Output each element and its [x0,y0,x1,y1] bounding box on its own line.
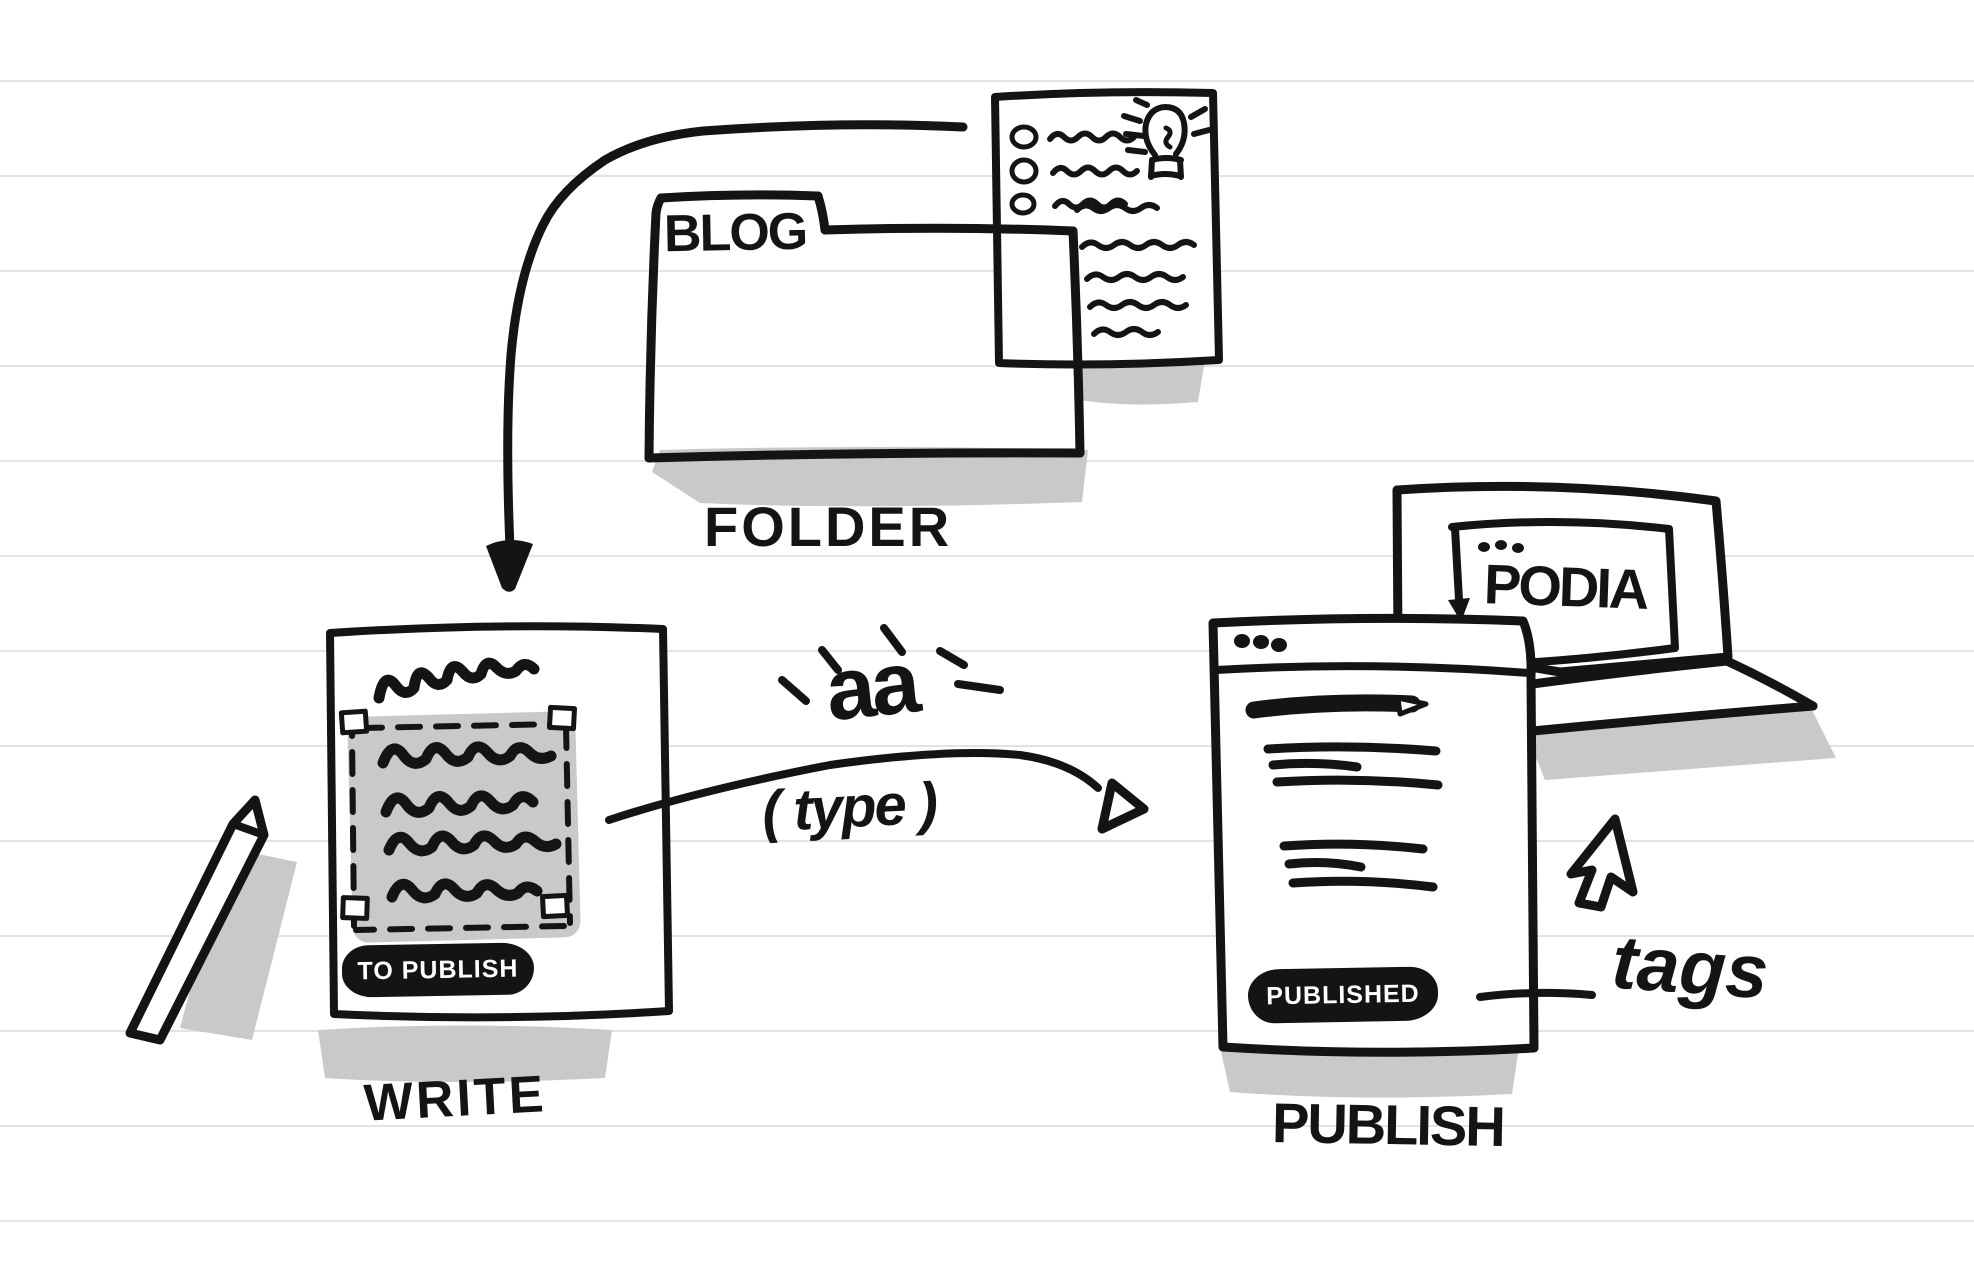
folder-shape [644,190,1085,463]
selection-dashed-box [349,721,573,933]
pencil-shadow [180,848,297,1040]
write-caption: WRITE [362,1065,548,1133]
pencil-icon [125,795,269,1045]
arrow-folder-to-write [486,120,968,592]
tags-pointer-line [1476,988,1596,1001]
write-doc [326,622,673,1022]
podia-label: PODIA [1482,552,1648,621]
laptop-window-dots [1478,540,1524,553]
type-burst-text: aa [820,631,921,740]
publish-headline-stroke [1245,694,1429,719]
laptop-base [1505,656,1818,738]
laptop [1392,481,1836,780]
to-publish-badge: TO PUBLISH [341,942,535,998]
publish-window [1208,613,1596,1057]
publish-titlebar-line [1212,662,1533,677]
note-text-squiggles [1074,202,1197,338]
note-card [991,88,1223,369]
laptop-browser-window [1448,517,1679,667]
publish-caption: PUBLISH [1271,1090,1505,1159]
cursor-icon [1566,814,1638,912]
laptop-window-scroll-arrow [1448,598,1470,622]
write-title-squiggle [373,657,540,704]
arrow-write-to-publish [605,748,1149,834]
blog-tab-label: BLOG [663,202,807,264]
type-burst-rays [778,624,1004,705]
type-caption: ( type ) [760,770,938,845]
folder-caption: FOLDER [704,495,953,558]
lightbulb-icon [1121,97,1212,180]
publish-window-dots [1234,634,1287,652]
selection-handles [338,704,578,921]
note-card-shadow [1078,356,1205,405]
publish-text-lines [1263,742,1443,892]
folder-shadow [652,447,1088,507]
write-doc-shadow [318,1025,612,1082]
tags-label: tags [1609,919,1772,1016]
write-text-squiggles [377,741,562,904]
published-badge: PUBLISHED [1247,966,1439,1024]
laptop-shadow [1525,702,1836,780]
